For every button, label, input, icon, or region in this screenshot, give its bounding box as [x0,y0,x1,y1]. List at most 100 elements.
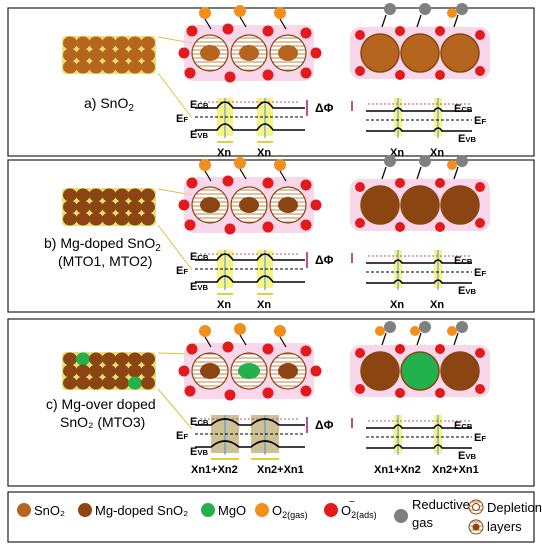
o2-ads-molecule [355,348,365,358]
nanoparticle-dot [115,188,129,202]
legend-mgo-label: MgO [218,503,246,518]
xn-label-right-left: Xn [390,147,404,159]
evb-label: EVB [190,446,208,458]
nanoparticle-dot [141,352,155,366]
o2-gas-molecule [234,5,246,17]
ecb-label-main: E [190,99,197,111]
evb-label-right-main: E [458,133,465,145]
ef-label-right-main: E [474,115,481,127]
grain-group-left [178,5,322,83]
nanoparticle-dot [115,212,129,226]
legend-o2-gas-sub: 2(gas) [282,510,308,520]
nanoparticle-dot [102,200,116,214]
o2-ads-molecule [355,182,365,192]
reductive-gas-molecule [419,155,431,167]
evb-label: EVB [190,281,208,293]
panel-label-main: a) SnO [84,95,128,111]
ef-label-right-sub: F [481,269,486,278]
nanoparticle-chain [62,188,156,226]
o2-gas-molecule [375,326,385,336]
xn-label-right-right: Xn [430,299,444,311]
arrow [239,334,247,346]
nanoparticle-chain [62,36,156,74]
o2-ads-molecule [300,385,312,397]
nanoparticle-dot [76,36,90,50]
evb-label-right: EVB [458,285,476,297]
xn-label-right: Xn2+Xn1 [257,464,304,476]
xn-label-left: Xn [217,299,231,311]
o2-gas-molecule [274,325,286,337]
nanoparticle-dot [76,200,90,214]
xn-label-right: Xn [257,299,271,311]
ecb-label-right: ECB [454,103,473,115]
o2-ads-molecule [475,182,485,192]
o2-ads-molecule [435,26,445,36]
arrow [239,168,247,180]
ecb-label-main: E [190,416,197,428]
grain-core [239,45,259,61]
legend-depletion-label-2: layers [487,519,522,534]
ecb-label-right-sub: CB [461,105,473,114]
nanoparticle-dot [128,188,142,202]
o2-gas-molecule [274,7,286,19]
legend-mg-doped-swatch [78,503,92,517]
conduction-band [195,418,305,426]
nanoparticle-dot [102,48,116,62]
svg-text:O2(gas): O2(gas) [272,503,308,520]
o2-ads-molecule [262,387,274,399]
conduction-band [366,259,472,264]
panel-c-frame [7,318,535,487]
legend-o2-ads-sup: − [349,497,355,508]
nanoparticle-dot [89,36,103,50]
legend-mg-doped-label: Mg-doped SnO₂ [95,503,188,518]
o2-gas-molecule [410,326,420,336]
reductive-gas-molecule [419,3,431,15]
ef-label-right-main: E [474,267,481,279]
grain-core [239,197,259,213]
ef-label: EF [176,430,188,442]
ecb-label-sub: CB [197,418,209,427]
nanoparticle-dot [115,36,129,50]
ecb-label: ECB [190,251,209,263]
nanoparticle-dot [128,212,142,226]
legend: SnO₂ Mg-doped SnO₂ MgO O2(gas) O2(ads) −… [17,497,542,535]
evb-label-right-sub: VB [465,287,476,296]
nanoparticle-dot [102,212,116,226]
ecb-label-sub: CB [197,253,209,262]
evb-label: EVB [190,129,208,141]
evb-label-right-sub: VB [465,135,476,144]
ecb-label-right-sub: CB [461,422,473,431]
evb-label-right-sub: VB [465,452,476,461]
grain-core [440,185,480,225]
nanoparticle-dot [63,364,77,378]
nanoparticle-dot [128,352,142,366]
evb-label-main: E [190,446,197,458]
o2-ads-molecule [435,70,445,80]
arrow [204,336,212,348]
o2-ads-molecule [475,348,485,358]
nanoparticle-dot [89,352,103,366]
panel-label-line2: SnO₂ (MTO3) [60,414,145,430]
arrow [239,16,247,28]
o2-gas-molecule [199,7,211,19]
nanoparticle-dot [115,364,129,378]
panel-label-main: b) Mg-doped SnO [44,235,155,251]
o2-ads-molecule [222,341,234,353]
nanoparticle-dot [115,60,129,74]
nanoparticle-chain [62,352,156,390]
ef-label-sub: F [183,115,188,124]
legend-o2-ads-swatch [324,503,338,517]
legend-sno2-label: SnO₂ [34,503,65,518]
ecb-label-right-main: E [454,103,461,115]
o2-ads-molecule [395,178,405,188]
o2-ads-molecule [355,384,365,394]
arrow [381,166,387,180]
valence-band [195,123,305,131]
grain-core [400,351,440,391]
nanoparticle-dot [128,364,142,378]
zoom-line [157,388,193,430]
grain-group-left [178,157,322,235]
nanoparticle-dot [115,48,129,62]
